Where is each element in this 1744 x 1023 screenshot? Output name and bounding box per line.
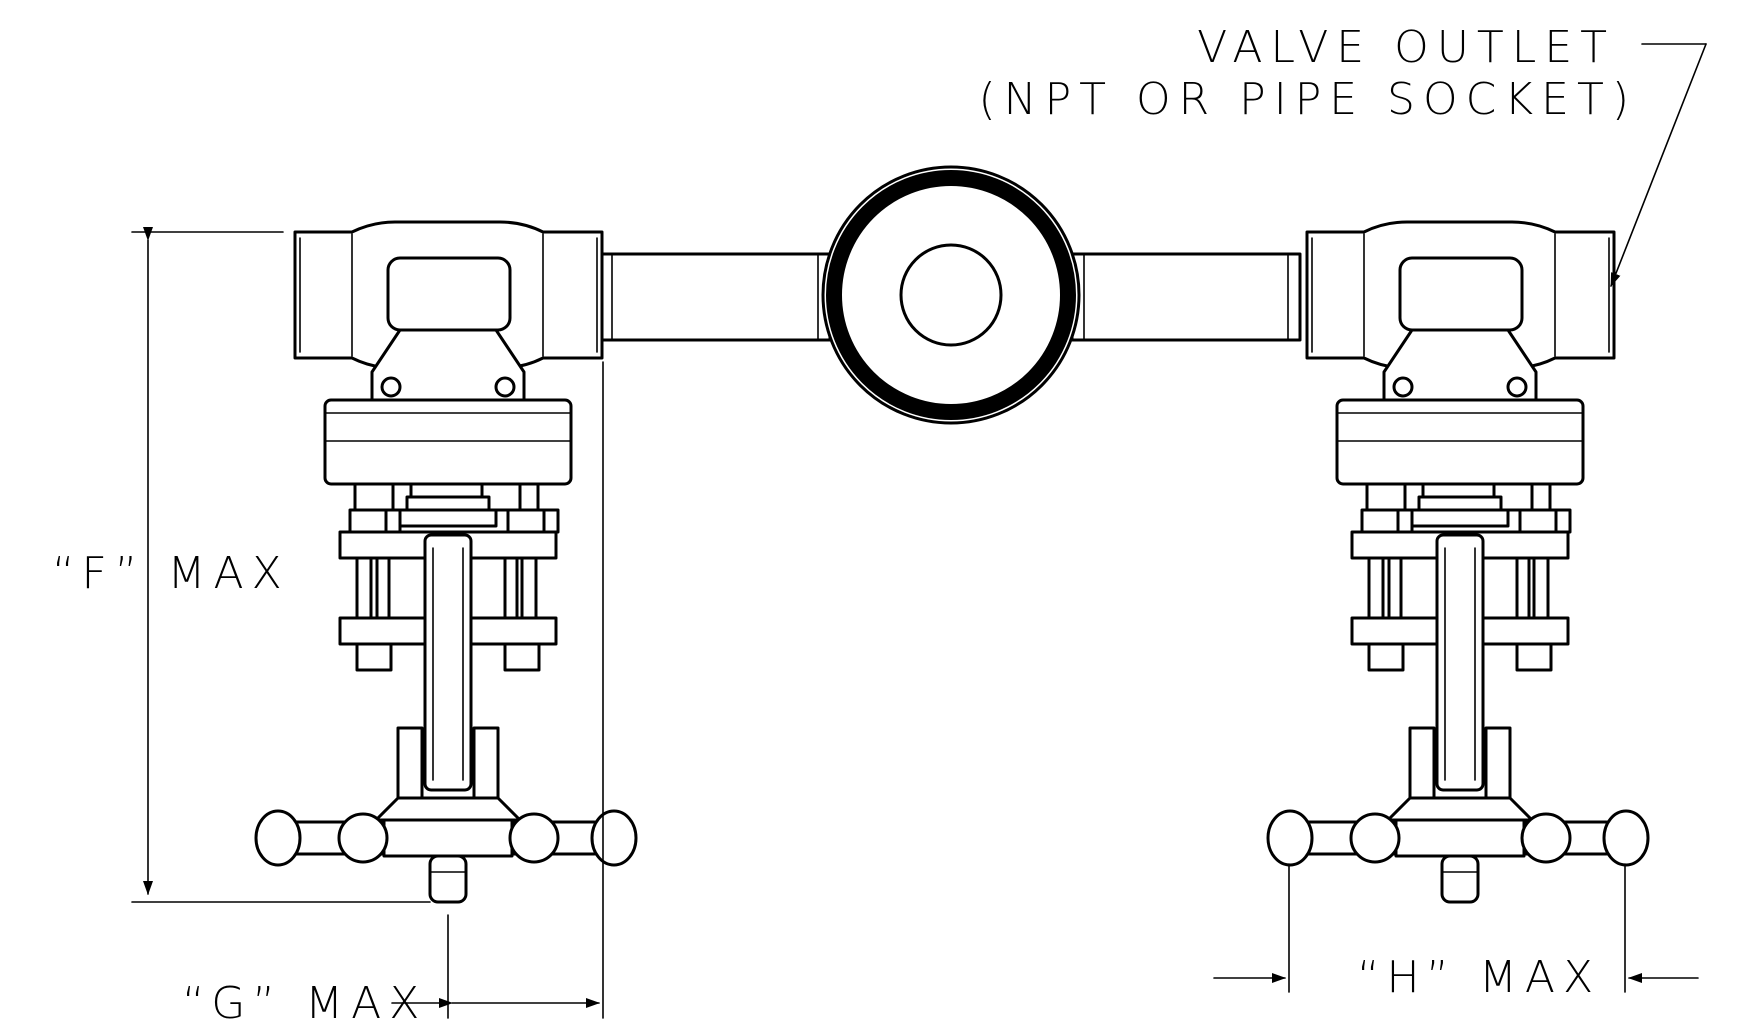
right-valve: [1266, 220, 1650, 904]
valve-outlet-label-line1: VALVE OUTLET: [1197, 22, 1615, 73]
valve-outlet-label: VALVE OUTLET (NPT OR PIPE SOCKET): [979, 22, 1637, 125]
center-connection: [821, 165, 1081, 425]
dimension-g: [391, 361, 604, 1019]
dimension-h-label: “H” MAX: [1357, 952, 1601, 1003]
dimension-h: [1213, 863, 1699, 993]
left-valve: [254, 220, 638, 904]
dimension-f: [131, 227, 431, 903]
dimension-f-label: “F” MAX: [52, 548, 290, 599]
valve-outlet-label-line2: (NPT OR PIPE SOCKET): [979, 74, 1637, 125]
connecting-pipe-right: [1070, 252, 1302, 342]
dimension-g-label: “G” MAX: [182, 978, 427, 1023]
valve-outlet-leader: [1610, 43, 1707, 287]
connecting-pipe-left: [600, 252, 832, 342]
